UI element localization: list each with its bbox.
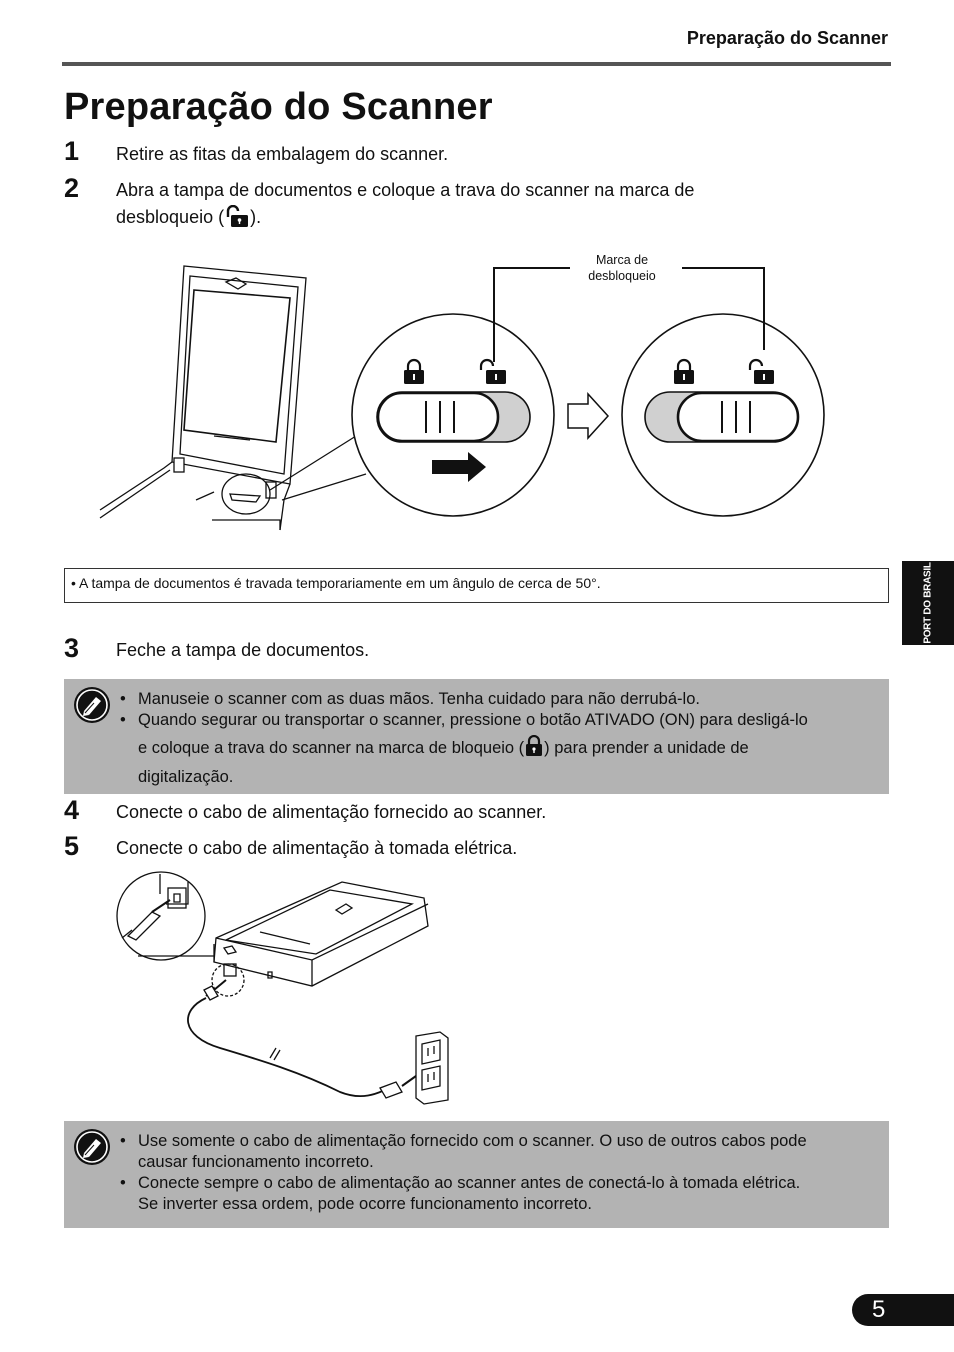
step-2-line-2: desbloqueio (). xyxy=(116,204,836,235)
callout-label-line-1: Marca de xyxy=(596,253,648,267)
lock-slider-after-illustration xyxy=(621,313,825,517)
running-header: Preparação do Scanner xyxy=(686,28,888,48)
caution-1-item-2-line-2: e coloque a trava do scanner na marca de… xyxy=(138,734,879,763)
caution-1-item-2-line-2-after: ) para prender a unidade de xyxy=(544,739,749,757)
step-2-line-1: Abra a tampa de documentos e coloque a t… xyxy=(116,180,695,200)
step-1-text: Retire as fitas da embalagem do scanner. xyxy=(116,144,449,164)
step-5-text: Conecte o cabo de alimentação à tomada e… xyxy=(116,838,518,858)
step-2-text: Abra a tampa de documentos e coloque a t… xyxy=(116,177,836,235)
step-4-text: Conecte o cabo de alimentação fornecido … xyxy=(116,802,547,822)
page-number-tab: 5 xyxy=(852,1294,954,1326)
caution-box-2: Use somente o cabo de alimentação fornec… xyxy=(64,1121,889,1228)
callout-line-left xyxy=(493,267,570,362)
caution-2-item-2-line-2: Se inverter essa ordem, pode ocorre func… xyxy=(138,1195,592,1213)
scanner-illustration xyxy=(213,881,429,987)
caution-1-item-1: Manuseie o scanner com as duas mãos. Ten… xyxy=(120,689,879,710)
step-2-line-2-after: ). xyxy=(250,207,262,227)
caution-2-list: Use somente o cabo de alimentação fornec… xyxy=(120,1131,879,1215)
language-side-tab-label: PORT DO BRASIL xyxy=(922,562,934,644)
unlock-icon xyxy=(224,204,250,235)
caution-pencil-icon xyxy=(72,685,112,725)
power-cable-figure xyxy=(116,871,449,1105)
wall-outlet-illustration xyxy=(415,1031,449,1105)
caution-1-item-2-line-1: Quando segurar ou transportar o scanner,… xyxy=(138,711,808,729)
caution-2-item-1-line-1: Use somente o cabo de alimentação fornec… xyxy=(138,1132,807,1150)
page-number: 5 xyxy=(872,1296,886,1323)
step-3-number: 3 xyxy=(64,633,80,663)
step-2-line-2-before: desbloqueio ( xyxy=(116,207,225,227)
page-title: Preparação do Scanner xyxy=(64,86,493,128)
step-5-number: 5 xyxy=(64,831,80,861)
caution-1-list: Manuseie o scanner com as duas mãos. Ten… xyxy=(120,689,879,788)
caution-2-item-1: Use somente o cabo de alimentação fornec… xyxy=(120,1131,879,1173)
caution-1-item-2-line-3: digitalização. xyxy=(138,768,234,786)
caution-1-item-2-line-2-before: e coloque a trava do scanner na marca de… xyxy=(138,739,525,757)
caution-1-item-2: Quando segurar ou transportar o scanner,… xyxy=(120,710,879,788)
lock-icon xyxy=(404,358,424,384)
caution-box-1: Manuseie o scanner com as duas mãos. Ten… xyxy=(64,679,889,794)
lock-icon xyxy=(674,358,694,384)
caution-2-item-2-line-1: Conecte sempre o cabo de alimentação ao … xyxy=(138,1174,801,1192)
lock-slider-before-illustration xyxy=(351,313,555,517)
caution-2-item-2: Conecte sempre o cabo de alimentação ao … xyxy=(120,1173,879,1215)
caution-pencil-icon xyxy=(72,1127,112,1167)
unlock-icon xyxy=(748,358,774,384)
arrow-right-icon xyxy=(567,392,610,440)
unlock-icon xyxy=(479,358,506,384)
connector-detail-inset xyxy=(116,871,206,961)
language-side-tab: PORT DO BRASIL xyxy=(902,561,954,645)
scanner-lock-figure: Marca de desbloqueio xyxy=(99,253,825,531)
note-box: • A tampa de documentos é travada tempor… xyxy=(64,568,889,603)
scanner-open-lid-illustration xyxy=(99,265,367,531)
caution-2-item-1-line-2: causar funcionamento incorreto. xyxy=(138,1153,374,1171)
header-rule xyxy=(62,62,891,66)
callout-label-line-2: desbloqueio xyxy=(588,269,655,283)
step-1-number: 1 xyxy=(64,136,80,166)
lock-icon xyxy=(524,734,544,763)
step-2-number: 2 xyxy=(64,173,80,203)
callout-line-right xyxy=(682,267,765,350)
step-3-text: Feche a tampa de documentos. xyxy=(116,640,370,660)
step-4-number: 4 xyxy=(64,795,80,825)
